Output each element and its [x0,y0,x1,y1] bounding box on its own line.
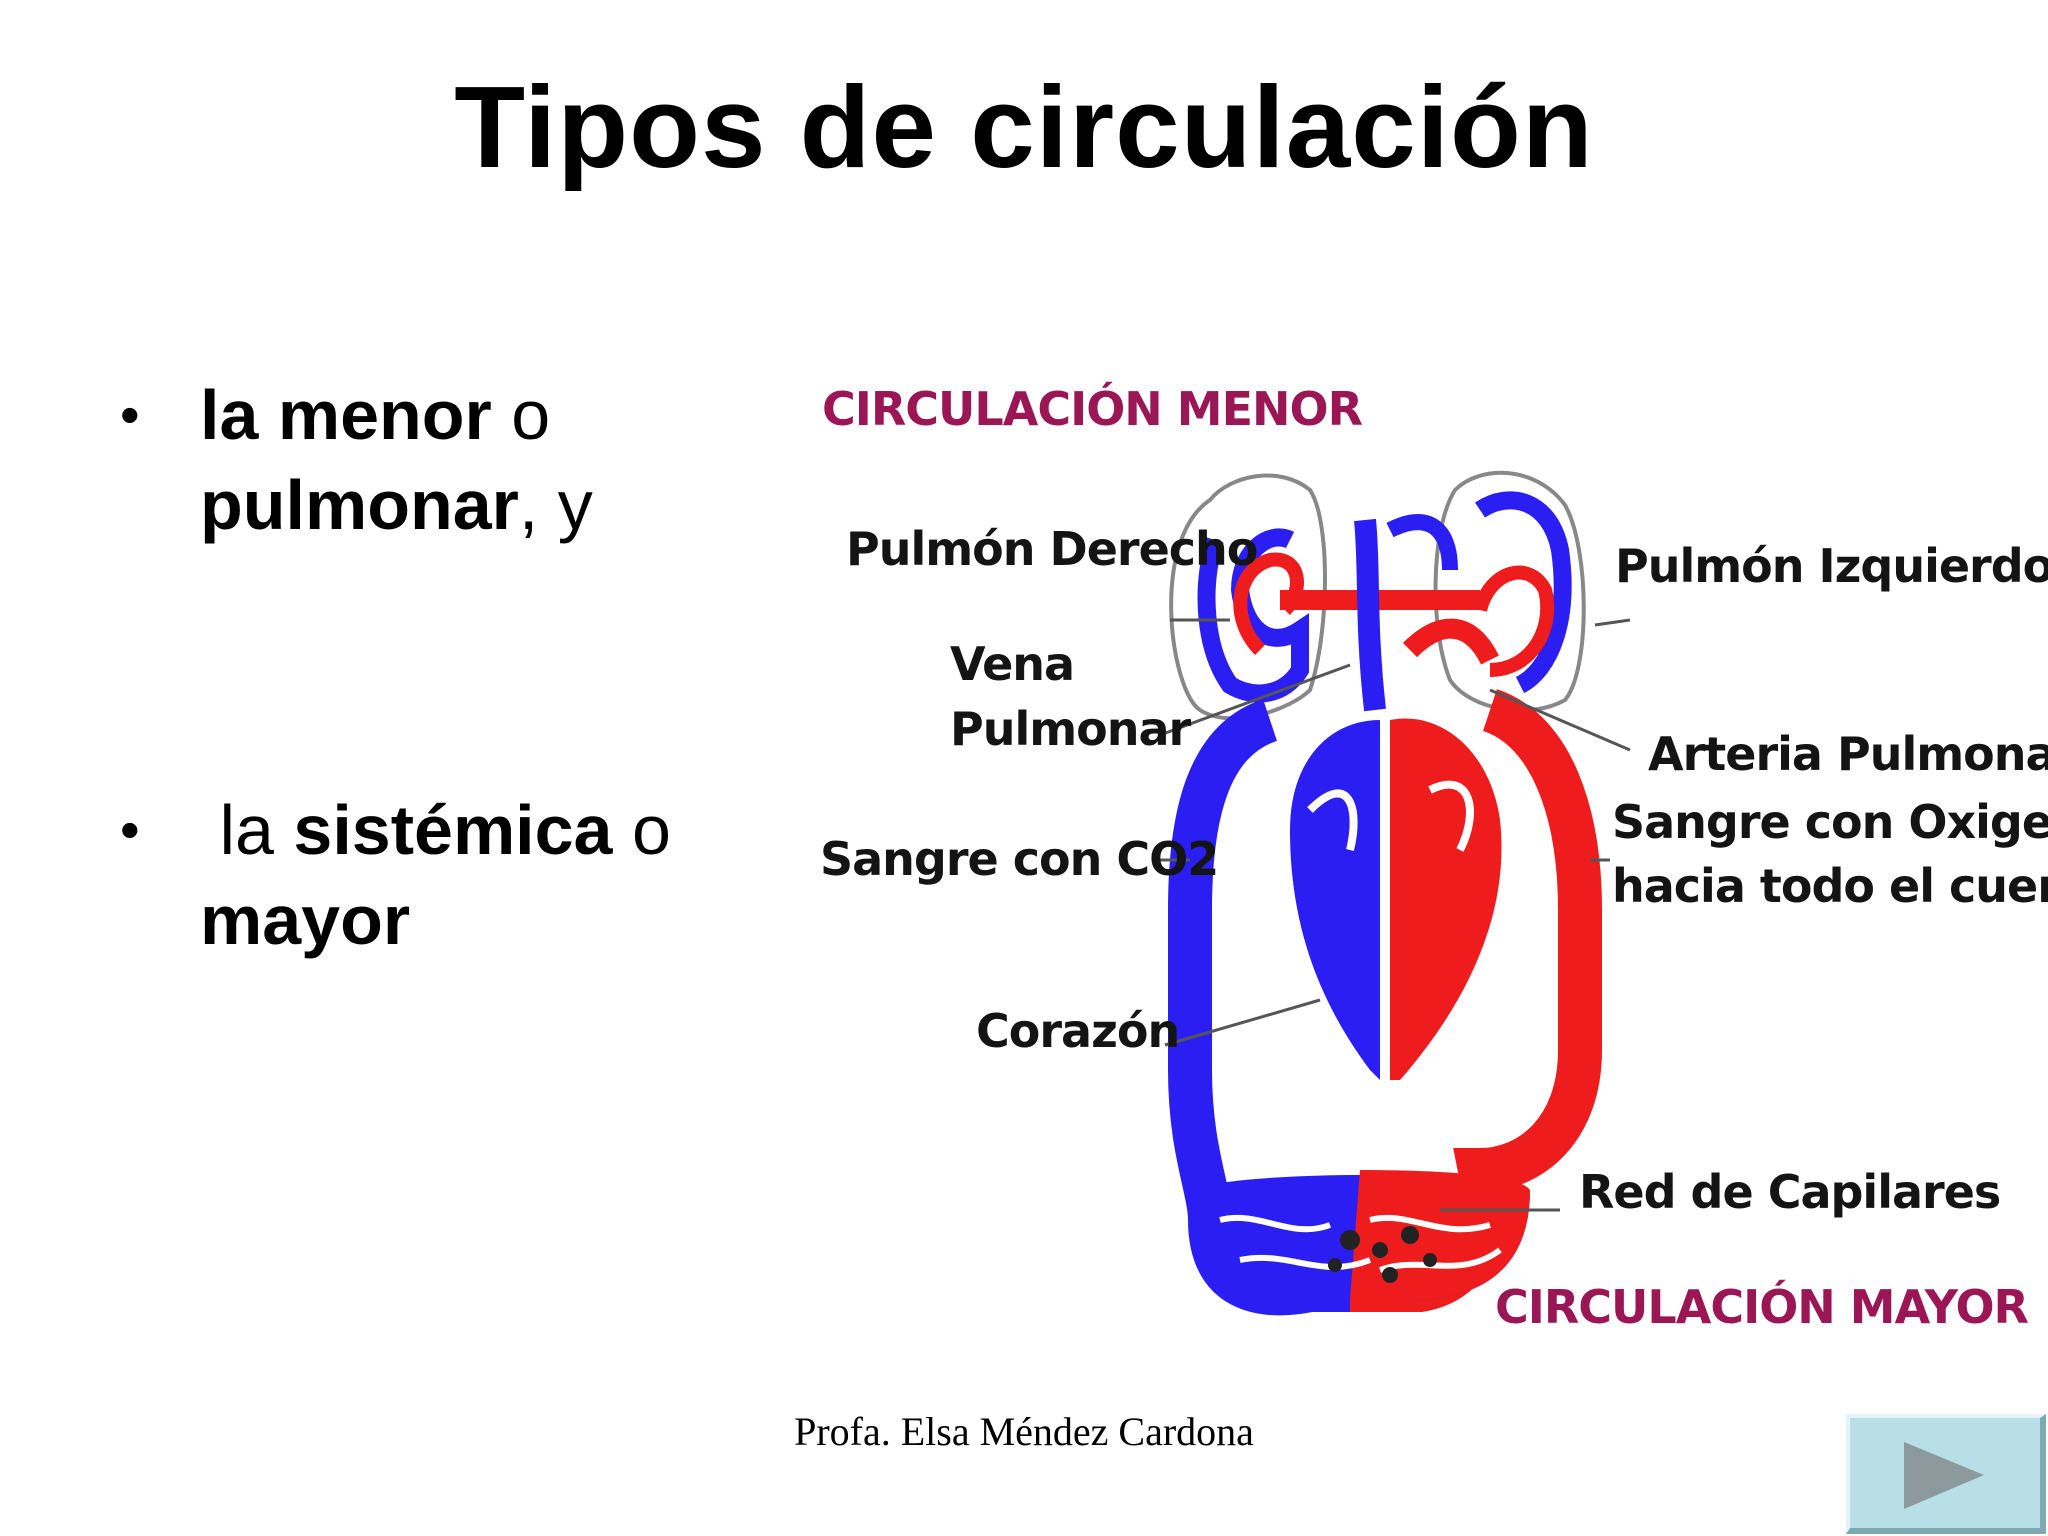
heart-valve-right [1307,789,1358,851]
pulmonary-trunk-blue [1354,518,1386,712]
connector-o: o [491,376,551,454]
article-la: la [200,791,294,869]
heart-valve-left [1428,780,1474,852]
pulmonary-branch-blue [1386,514,1458,571]
label-pulmon-derecho: Pulmón Derecho [846,522,1257,576]
slide-footer: Profa. Elsa Méndez Cardona [794,1409,1254,1454]
label-sangre-oxigeno: Sangre con Oxigeno [1612,795,2048,849]
capillary-lines [1219,1214,1502,1273]
label-pulmonar: Pulmonar [950,702,1192,756]
pulmonary-branch-red [1402,618,1499,665]
connector-y: , y [518,466,593,544]
left-lung-artery [1473,565,1555,677]
play-triangle-icon [1904,1442,1984,1509]
systemic-vein-loop [1168,699,1350,1316]
label-corazon: Corazón [976,1004,1179,1058]
term-sistemica: sistémica [293,791,613,869]
bullet-text: la sistémica o mayor [200,785,800,965]
label-red-capilares: Red de Capilares [1579,1165,2000,1219]
connector-o: o [612,791,691,869]
term-la-menor: la menor [200,376,492,454]
next-slide-button[interactable] [1846,1414,2046,1534]
bullet-dot: • [120,383,140,446]
right-lung-vein [1197,528,1309,703]
term-pulmonar: pulmonar [200,466,519,544]
bullet-text: la menor o pulmonar, y [200,370,800,550]
right-lung-artery [1233,552,1304,655]
capillary-mesh [1328,1226,1437,1283]
label-pulmon-izquierdo: Pulmón Izquierdo [1615,539,2048,593]
label-vena: Vena [950,637,1074,691]
label-sangre-co2: Sangre con CO2 [820,832,1218,886]
term-mayor: mayor [200,881,411,959]
leader-lines [1159,618,1631,1212]
heart-left-side [1390,718,1502,1080]
slide-title: Tipos de circulación [454,62,1594,192]
title-circulacion-menor: CIRCULACIÓN MENOR [822,382,1363,436]
title-circulacion-mayor: CIRCULACIÓN MAYOR [1495,1280,2029,1334]
label-arteria-pulmonar: Arteria Pulmonar [1648,727,2048,781]
bullet-dot: • [120,798,140,861]
label-hacia-cuerpo: hacia todo el cuerpo [1612,859,2048,913]
left-lung-vein [1475,491,1572,694]
circulation-diagram: CIRCULACIÓN MENOR Pulmón Derecho Pulmón … [790,290,2048,1370]
circulation-diagram-svg: CIRCULACIÓN MENOR Pulmón Derecho Pulmón … [820,382,2048,1334]
heart-right-side [1290,720,1380,1080]
inner-loop-highlight [1223,763,1547,1148]
